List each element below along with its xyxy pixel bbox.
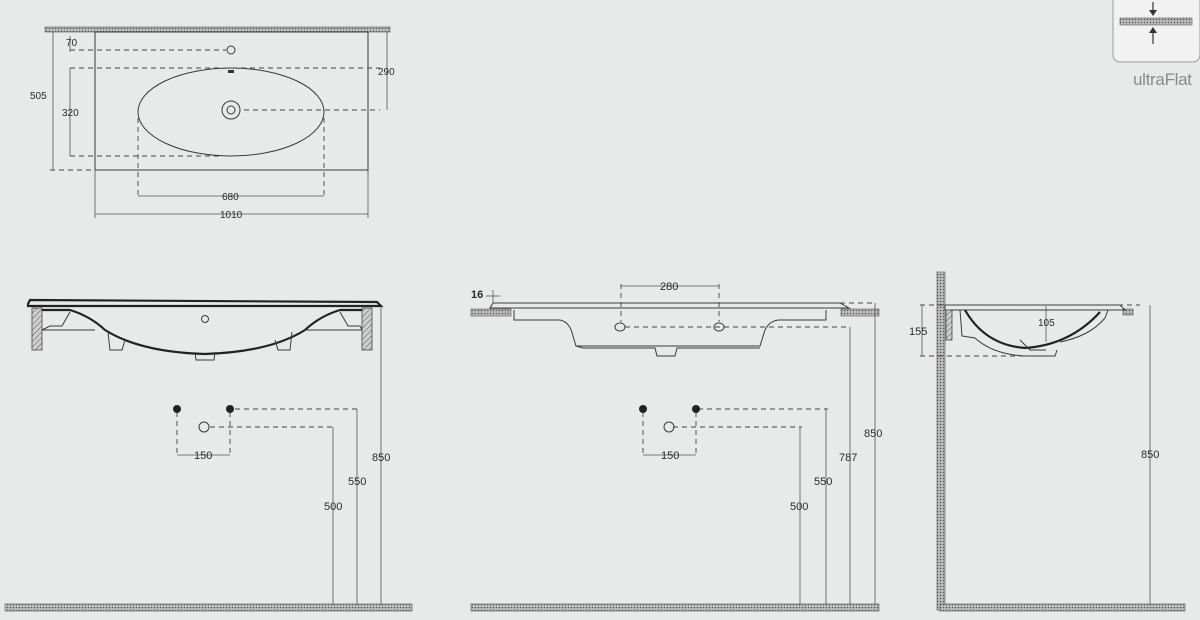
section-wall	[936, 271, 946, 611]
inlet-left-dot	[173, 405, 181, 413]
dim-overall-width: 1010	[220, 210, 243, 221]
side-floor	[470, 603, 880, 612]
countertop-strip	[44, 26, 391, 33]
section-bowl-height: 155	[909, 326, 927, 338]
front-height-inlet: 550	[348, 476, 366, 488]
side-hole-spacing: 280	[660, 281, 678, 293]
side-height-inlet: 550	[814, 476, 832, 488]
outlet-hole	[198, 421, 210, 433]
dim-bowl-depth: 320	[62, 108, 79, 119]
drain-inner	[226, 105, 236, 115]
ultraflat-label: ultraFlat	[1133, 70, 1192, 89]
dim-tap-offset: 70	[66, 38, 78, 49]
front-inlet-spacing: 150	[194, 450, 212, 462]
side-inlet-right-dot	[692, 405, 700, 413]
side-height-outlet: 500	[790, 501, 808, 513]
support-right	[361, 307, 373, 351]
side-view: 16 280 150 850 787 550 500	[470, 281, 882, 612]
ultraflat-thickness-icon	[1119, 2, 1193, 44]
side-inlet-left-dot	[639, 405, 647, 413]
ultraflat-badge: ultraFlat	[1112, 0, 1200, 89]
bowl-outline	[137, 67, 325, 157]
inlet-right-dot	[226, 405, 234, 413]
section-bowl-depth: 105	[1038, 318, 1055, 329]
dim-bowl-width: 680	[222, 192, 239, 203]
dim-overall-depth: 505	[30, 91, 47, 102]
side-height-total: 850	[864, 428, 882, 440]
section-floor	[939, 603, 1186, 612]
side-outlet-hole	[663, 421, 675, 433]
front-view: 150 850 550 500	[4, 298, 413, 612]
section-view: 155 105 850	[909, 271, 1186, 612]
side-height-underside: 787	[839, 452, 857, 464]
front-floor	[4, 603, 413, 612]
top-view: 70 505 320 290 680 1010	[30, 26, 395, 221]
dim-drain-to-edge: 290	[378, 67, 395, 78]
side-inlet-spacing: 150	[661, 450, 679, 462]
support-left	[31, 307, 43, 351]
basin-outline	[94, 31, 369, 171]
front-height-outlet: 500	[324, 501, 342, 513]
front-height-total: 850	[372, 452, 390, 464]
drain	[221, 100, 241, 120]
side-thickness: 16	[471, 289, 483, 301]
section-height-total: 850	[1141, 449, 1159, 461]
tap-hole	[226, 45, 236, 55]
overflow-slot	[228, 70, 234, 73]
